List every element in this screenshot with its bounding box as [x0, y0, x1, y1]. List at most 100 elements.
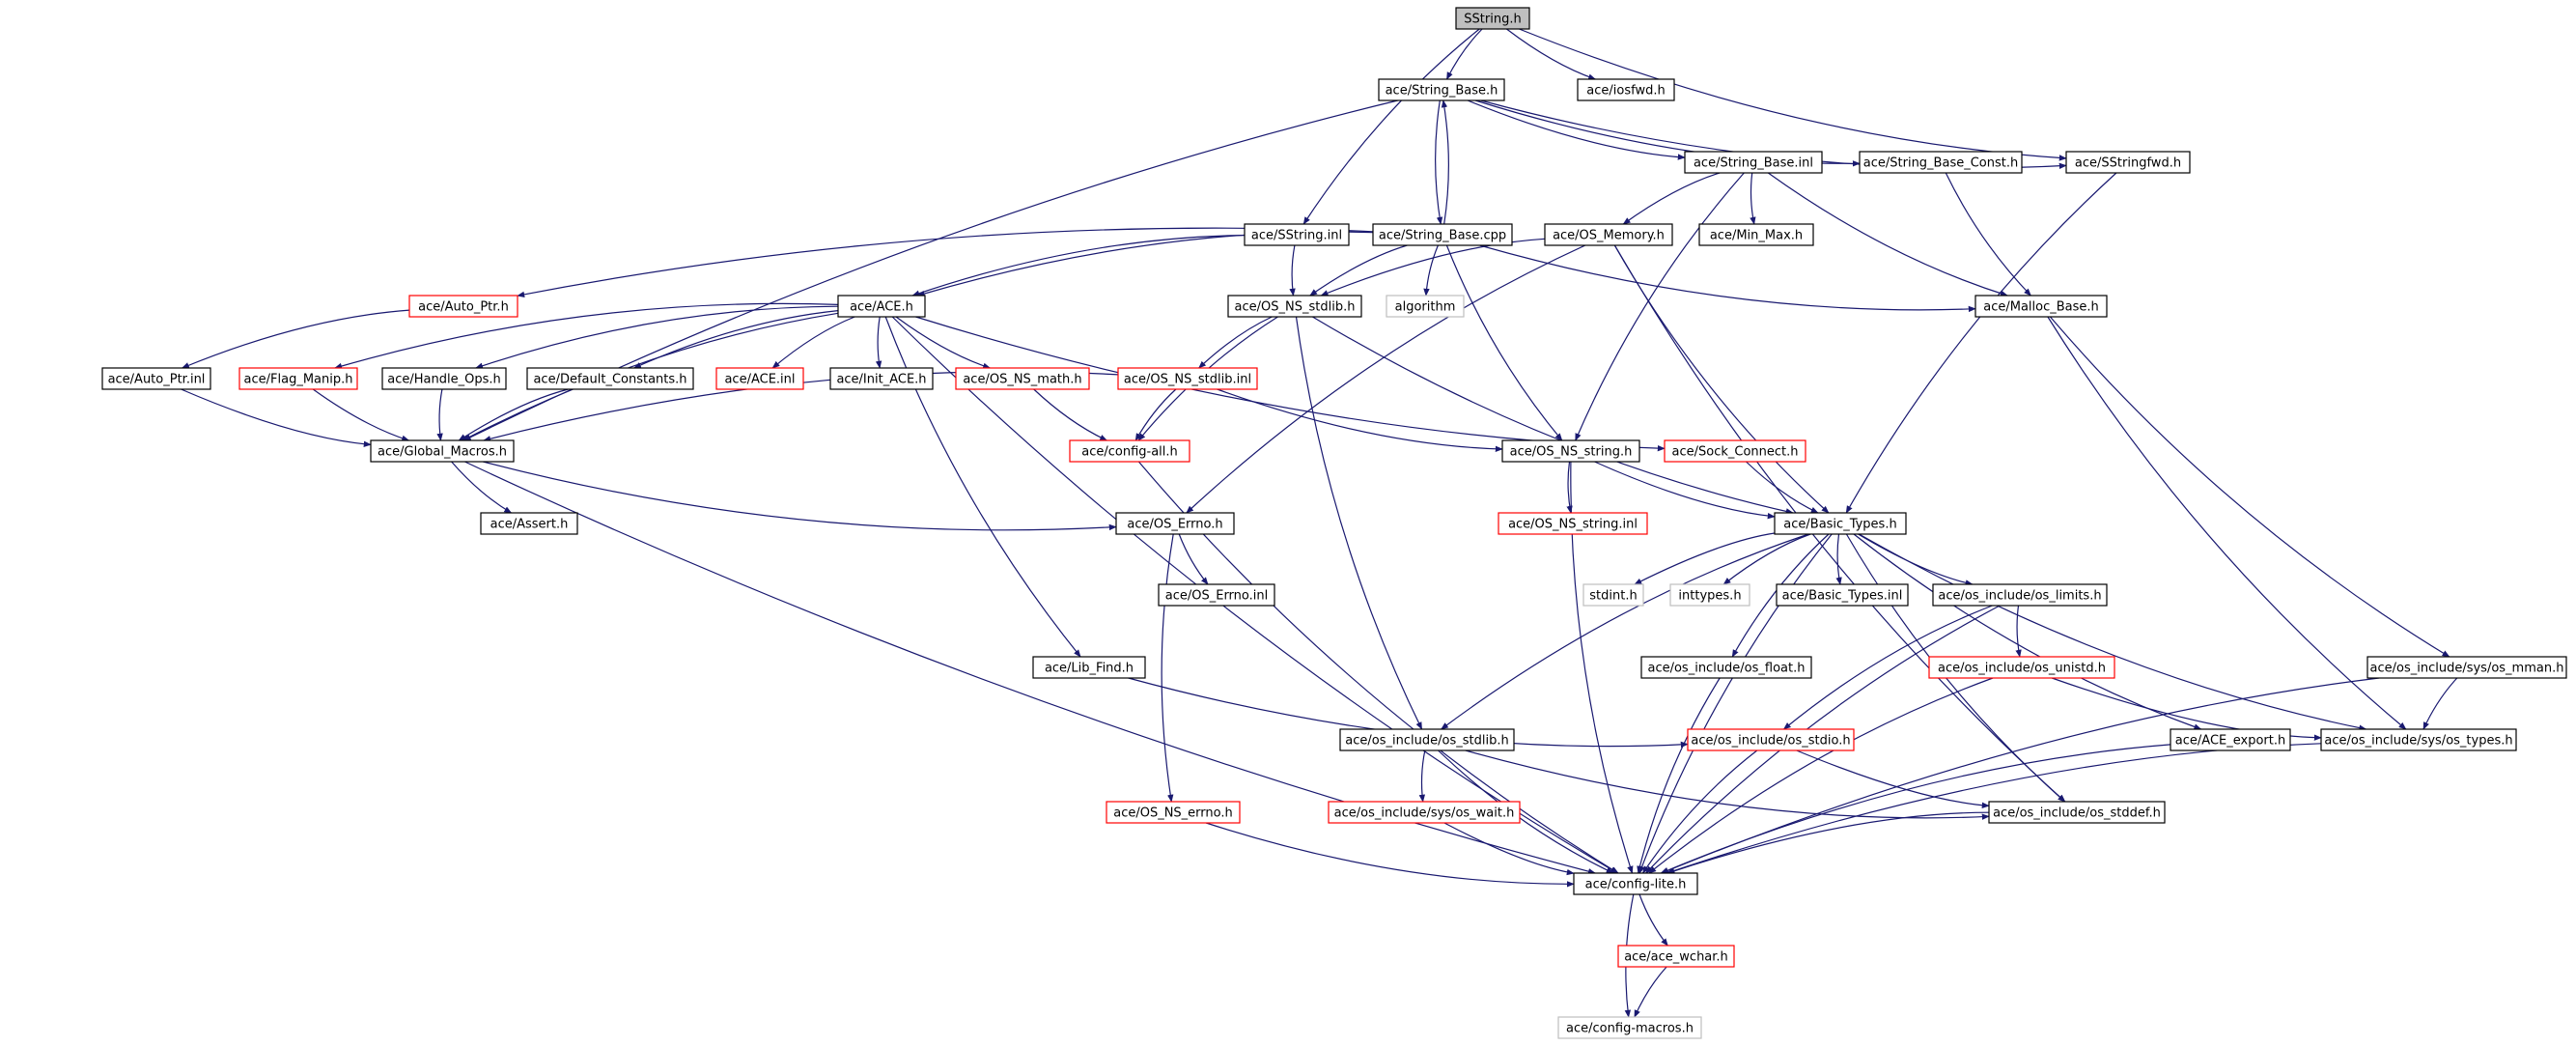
node-box [1669, 583, 1750, 607]
edge-os_ns_stdlib_inl-to-os_ns_string_h [1217, 388, 1503, 452]
node-os-include-stdlib-h[interactable]: ace/os_include/os_stdlib.h [1339, 728, 1515, 751]
node-label: ace/os_include/os_limits.h [1938, 589, 2101, 604]
node-box [955, 367, 1090, 390]
node-os-ns-stdlib-h[interactable]: ace/OS_NS_stdlib.h [1227, 295, 1362, 318]
node-box [2366, 656, 2567, 679]
node-label: ace/os_include/sys/os_types.h [2324, 734, 2512, 749]
node-box [1577, 78, 1675, 101]
node-basic-types-h[interactable]: ace/Basic_Types.h [1774, 512, 1907, 535]
node-label: ace/OS_NS_stdlib.inl [1124, 373, 1251, 387]
node-layer: SString.h ace/String_Base.h ace/iosfwd.h ac… [101, 7, 2567, 1039]
node-box [238, 367, 358, 390]
edge-auto_ptr_h-to-auto_ptr_inl [181, 309, 410, 369]
node-box [1328, 801, 1521, 824]
node-config-lite-h[interactable]: ace/config-lite.h [1573, 872, 1698, 895]
node-label: ace/Flag_Manip.h [244, 373, 353, 387]
node-min-max-h[interactable]: ace/Min_Max.h [1698, 223, 1814, 246]
node-box [1774, 512, 1907, 535]
node-label: ace/os_include/os_stdio.h [1691, 734, 1850, 749]
node-sstringfwd-h[interactable]: ace/SStringfwd.h [2065, 151, 2191, 174]
edge-os_limits_h-to-os_stdio_h [1782, 605, 1993, 730]
edge-basic_types_h-to-ace_export_h [1853, 533, 2202, 730]
node-os-limits-h[interactable]: ace/os_include/os_limits.h [1932, 583, 2108, 607]
node-os-float-h[interactable]: ace/os_include/os_float.h [1640, 656, 1812, 679]
edge-string_base_h-to-string_base_cpp [1435, 99, 1443, 225]
node-label: SString.h [1464, 13, 1521, 27]
node-label: ace/Sock_Connect.h [1672, 445, 1799, 460]
node-sock-connect-h[interactable]: ace/Sock_Connect.h [1664, 439, 1806, 463]
node-string-base-inl[interactable]: ace/String_Base.inl [1684, 151, 1823, 174]
node-label: ace/os_include/os_float.h [1647, 662, 1805, 676]
node-box [1244, 223, 1350, 246]
node-auto-ptr-h[interactable]: ace/Auto_Ptr.h [408, 295, 518, 318]
node-box [1664, 439, 1806, 463]
node-global-macros-h[interactable]: ace/Global_Macros.h [370, 439, 515, 463]
node-sstring-inl[interactable]: ace/SString.inl [1244, 223, 1350, 246]
node-os-ns-stdlib-inl[interactable]: ace/OS_NS_stdlib.inl [1117, 367, 1258, 390]
edge-string_base_cpp-to-algorithm [1423, 244, 1439, 297]
node-init-ace-h[interactable]: ace/Init_ACE.h [829, 367, 934, 390]
node-label: ace/Basic_Types.inl [1782, 589, 1903, 604]
node-label: ace/String_Base_Const.h [1863, 156, 2018, 171]
node-os-ns-string-h[interactable]: ace/OS_NS_string.h [1501, 439, 1640, 463]
node-os-ns-math-h[interactable]: ace/OS_NS_math.h [955, 367, 1090, 390]
edge-sstring_inl-to-os_ns_stdlib_h [1289, 244, 1296, 297]
node-handle-ops-h[interactable]: ace/Handle_Ops.h [381, 367, 507, 390]
node-label: ace/Basic_Types.h [1783, 518, 1896, 532]
node-basic-types-inl[interactable]: ace/Basic_Types.inl [1776, 583, 1909, 607]
node-os-errno-inl[interactable]: ace/OS_Errno.inl [1158, 583, 1275, 607]
node-box [101, 367, 211, 390]
node-os-mman-h[interactable]: ace/os_include/sys/os_mman.h [2366, 656, 2567, 679]
edge-malloc_base_h-to-os_types_h [2047, 316, 2407, 730]
node-string-base-const-h[interactable]: ace/String_Base_Const.h [1859, 151, 2023, 174]
node-label: ace/SString.inl [1251, 229, 1342, 243]
node-os-types-h[interactable]: ace/os_include/sys/os_types.h [2320, 728, 2517, 751]
node-box [1339, 728, 1515, 751]
node-box [1698, 223, 1814, 246]
node-assert-h[interactable]: ace/Assert.h [480, 512, 578, 535]
node-label: ace/String_Base.h [1386, 84, 1498, 99]
node-lib-find-h[interactable]: ace/Lib_Find.h [1032, 656, 1146, 679]
node-config-macros-h: ace/config-macros.h [1557, 1016, 1702, 1039]
node-label: ace/config-all.h [1081, 445, 1178, 460]
edge-os_ns_stdlib_h-to-os_ns_stdlib_inl [1198, 316, 1273, 369]
edge-basic_types_h-to-os_types_h [1859, 533, 2367, 731]
edge-ace_h-to-global_macros_h [462, 312, 839, 441]
node-iosfwd-h[interactable]: ace/iosfwd.h [1577, 78, 1675, 101]
node-label: ace/config-macros.h [1566, 1022, 1694, 1036]
node-os-ns-errno-h[interactable]: ace/OS_NS_errno.h [1106, 801, 1241, 824]
node-box [1115, 512, 1235, 535]
node-os-ns-string-inl[interactable]: ace/OS_NS_string.inl [1498, 512, 1648, 535]
node-config-all-h[interactable]: ace/config-all.h [1069, 439, 1190, 463]
node-label: ace/os_include/sys/os_wait.h [1334, 806, 1515, 821]
node-os-unistd-h[interactable]: ace/os_include/os_unistd.h [1928, 656, 2115, 679]
edge-global_macros_h-to-assert_h [451, 461, 513, 514]
edge-basic_types_h-to-basic_types_inl [1835, 533, 1842, 585]
node-os-stddef-h[interactable]: ace/os_include/os_stddef.h [1988, 801, 2166, 824]
node-string-base-cpp[interactable]: ace/String_Base.cpp [1372, 223, 1513, 246]
node-box [837, 295, 926, 318]
node-string-base-h[interactable]: ace/String_Base.h [1378, 78, 1505, 101]
node-box [1573, 872, 1698, 895]
edge-string_base_cpp-to-os_ns_stdlib_h [1309, 244, 1408, 297]
node-sstring-h[interactable]: SString.h [1455, 7, 1530, 30]
node-os-wait-h[interactable]: ace/os_include/sys/os_wait.h [1328, 801, 1521, 824]
node-os-memory-h[interactable]: ace/OS_Memory.h [1544, 223, 1673, 246]
node-os-stdio-h[interactable]: ace/os_include/os_stdio.h [1687, 728, 1855, 751]
node-default-constants-h[interactable]: ace/Default_Constants.h [526, 367, 694, 390]
node-ace-wchar-h[interactable]: ace/ace_wchar.h [1617, 945, 1735, 968]
node-malloc-base-h[interactable]: ace/Malloc_Base.h [1974, 295, 2108, 318]
edge-basic_types_h-to-os_include_stdlib_h [1441, 533, 1809, 730]
node-os-errno-h[interactable]: ace/OS_Errno.h [1115, 512, 1235, 535]
node-flag-manip-h[interactable]: ace/Flag_Manip.h [238, 367, 358, 390]
node-auto-ptr-inl[interactable]: ace/Auto_Ptr.inl [101, 367, 211, 390]
node-ace-export-h[interactable]: ace/ACE_export.h [2170, 728, 2291, 751]
edge-ace_wchar_h-to-config_macros_h [1634, 966, 1667, 1018]
node-box [1932, 583, 2108, 607]
edge-os_ns_stdlib_h-to-basic_types_h [1312, 316, 1794, 515]
node-label: ace/ace_wchar.h [1624, 950, 1728, 965]
node-label: ace/OS_NS_math.h [963, 373, 1081, 387]
node-ace-inl[interactable]: ace/ACE.inl [715, 367, 804, 390]
node-box [1455, 7, 1530, 30]
node-ace-h[interactable]: ace/ACE.h [837, 295, 926, 318]
